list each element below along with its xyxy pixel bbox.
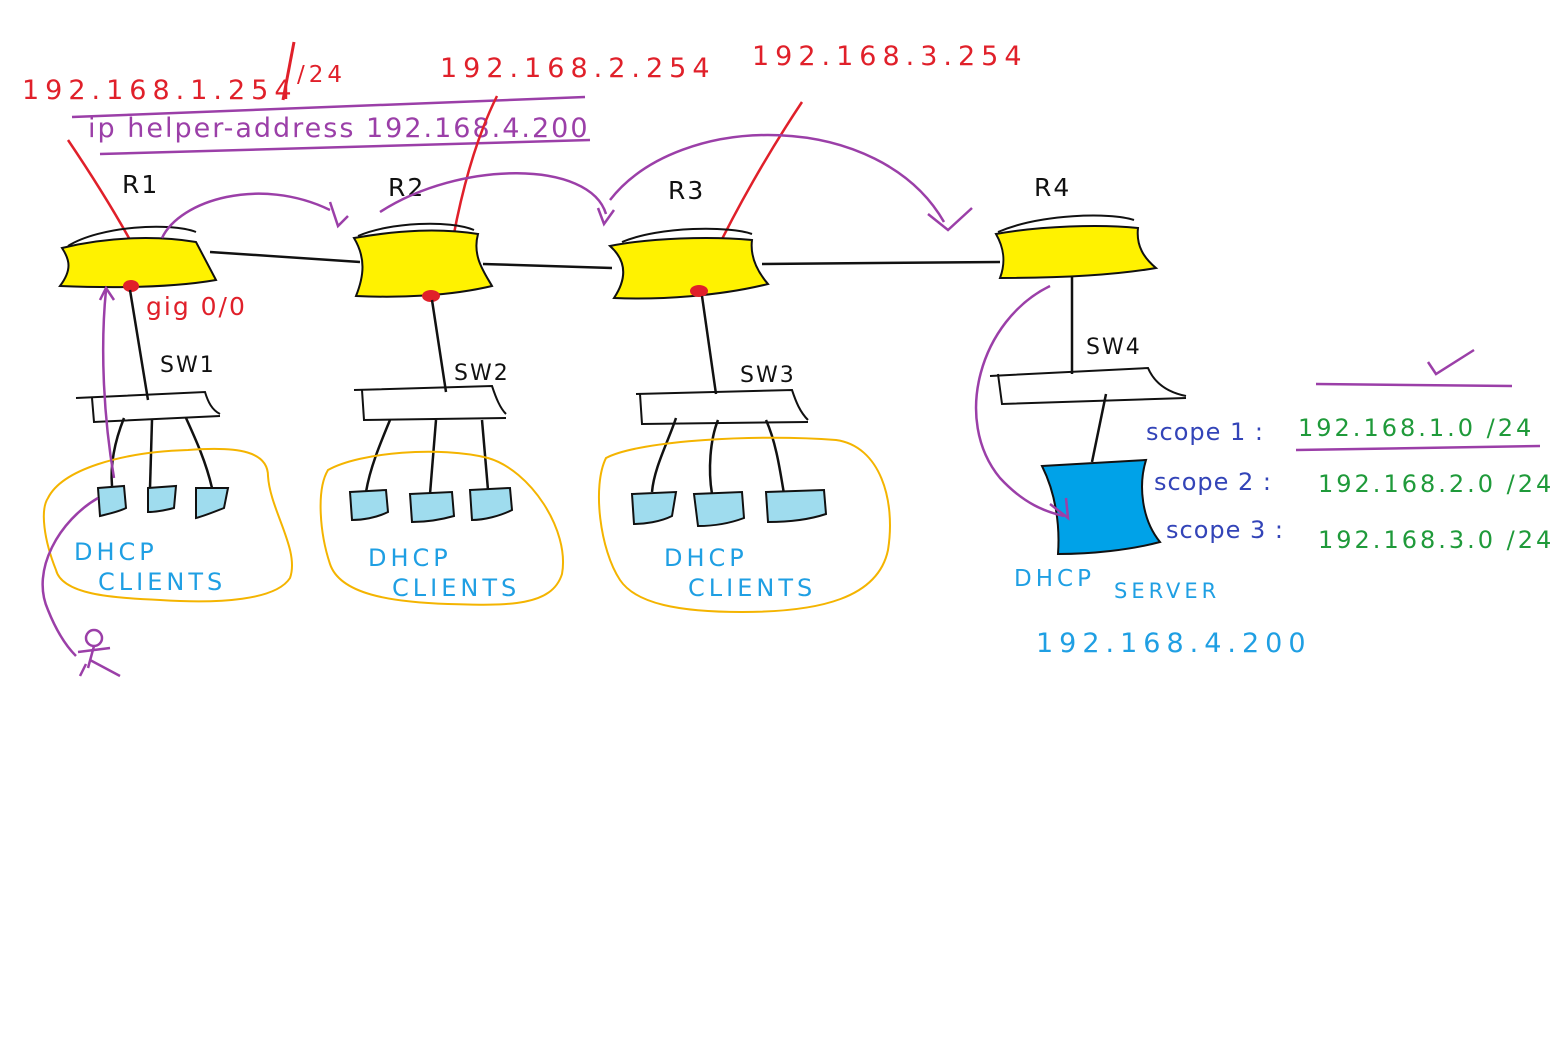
flow-r4-to-server <box>974 284 1065 518</box>
client-pc <box>630 490 678 526</box>
client-group-2-label-line2: CLIENTS <box>392 574 520 602</box>
flow-r3-to-r4 <box>609 133 946 223</box>
flow-r2-to-r3 <box>379 172 608 215</box>
router-r4-label: R4 <box>1034 173 1071 202</box>
r2-interface-dot <box>422 290 440 302</box>
link-r3-r4 <box>761 260 1001 266</box>
client-group-1-clients <box>96 484 230 520</box>
switch-sw2-label: SW2 <box>454 361 510 386</box>
router-r3-label: R3 <box>668 176 705 205</box>
client-group-2-clients <box>348 486 514 524</box>
scope-1-underline <box>1295 444 1541 452</box>
client-pc <box>195 487 230 520</box>
router-r2 <box>352 222 494 298</box>
helper-underline-top <box>71 95 586 119</box>
link-r1-sw1 <box>128 289 150 401</box>
router-r3 <box>607 227 770 300</box>
helper-address-label: ip helper-address 192.168.4.200 <box>88 113 590 144</box>
link-r2-r3 <box>482 262 613 270</box>
r1-interface-dot <box>123 280 139 292</box>
sw4-server-link <box>1090 393 1108 463</box>
r1-ip-label: 192.168.1.254 <box>22 75 298 106</box>
router-r1 <box>58 225 218 289</box>
client-pc <box>147 484 178 514</box>
flow-client-to-r1-arrowhead <box>98 285 116 301</box>
r3-interface-dot <box>690 285 708 297</box>
client-group-3-outline <box>597 436 891 614</box>
dhcp-server-ip: 192.168.4.200 <box>1036 628 1312 659</box>
link-r3-sw3 <box>700 295 718 395</box>
scope-overline <box>1315 382 1513 388</box>
client-pc <box>764 488 828 524</box>
flow-r1-to-r2-arrowhead <box>328 201 349 229</box>
sw3-client-links <box>650 417 786 495</box>
r1-mask-label: /24 <box>297 62 346 88</box>
switch-sw1 <box>75 390 221 424</box>
helper-underline-bottom <box>99 138 591 156</box>
client-pc <box>96 484 128 518</box>
r1-mask-slash <box>281 41 296 101</box>
client-group-1-outline <box>42 447 293 603</box>
client-group-3-clients <box>630 488 828 528</box>
switch-sw3-label: SW3 <box>740 363 796 388</box>
client-pc <box>468 486 514 522</box>
checkmark-icon <box>1426 348 1475 376</box>
scope-2-name: scope 2 : <box>1154 468 1272 496</box>
client-group-3-label-line2: CLIENTS <box>688 574 816 602</box>
dhcp-server-label-2: SERVER <box>1114 579 1220 603</box>
scope-3-name: scope 3 : <box>1166 516 1284 544</box>
client-pc <box>348 488 390 522</box>
scope-3-network: 192.168.3.0 /24 <box>1318 526 1554 554</box>
scope-1-name: scope 1 : <box>1146 418 1264 446</box>
client-group-1-label-line1: DHCP <box>74 538 158 566</box>
sw2-client-links <box>364 419 490 495</box>
switch-sw3 <box>635 388 809 426</box>
router-r4 <box>994 214 1159 280</box>
client-group-1-label-line2: CLIENTS <box>98 568 226 596</box>
dhcp-server-icon <box>1040 458 1162 556</box>
link-r1-r2 <box>209 250 361 264</box>
client-pc <box>408 490 456 524</box>
flow-r3-to-r4-arrowhead <box>927 207 973 232</box>
flow-r4-to-server-arrowhead <box>1049 497 1070 521</box>
flow-r2-to-r3-arrowhead <box>596 207 616 227</box>
client-group-2-label-line1: DHCP <box>368 544 452 572</box>
switch-sw1-label: SW1 <box>160 353 216 378</box>
dhcp-server-label-1: DHCP <box>1014 566 1095 592</box>
sw1-client-links <box>110 417 214 489</box>
client-pc <box>692 490 746 528</box>
scope-1-network: 192.168.1.0 /24 <box>1298 414 1534 442</box>
switch-sw2 <box>353 384 507 422</box>
flow-client-to-user <box>41 496 99 657</box>
switch-sw4 <box>989 366 1187 406</box>
flow-r1-to-r2 <box>160 192 331 239</box>
client-group-2-outline <box>319 450 565 606</box>
client-group-3-label-line1: DHCP <box>664 544 748 572</box>
r3-ip-label: 192.168.3.254 <box>752 41 1028 72</box>
flow-client-to-r1 <box>101 289 116 479</box>
user-icon <box>77 628 121 678</box>
scope-2-network: 192.168.2.0 /24 <box>1318 470 1554 498</box>
r1-interface-label: gig 0/0 <box>146 292 247 321</box>
switch-sw4-label: SW4 <box>1086 335 1142 360</box>
r2-ip-label: 192.168.2.254 <box>440 53 716 84</box>
link-r2-sw2 <box>430 299 448 393</box>
router-r1-label: R1 <box>122 170 159 199</box>
